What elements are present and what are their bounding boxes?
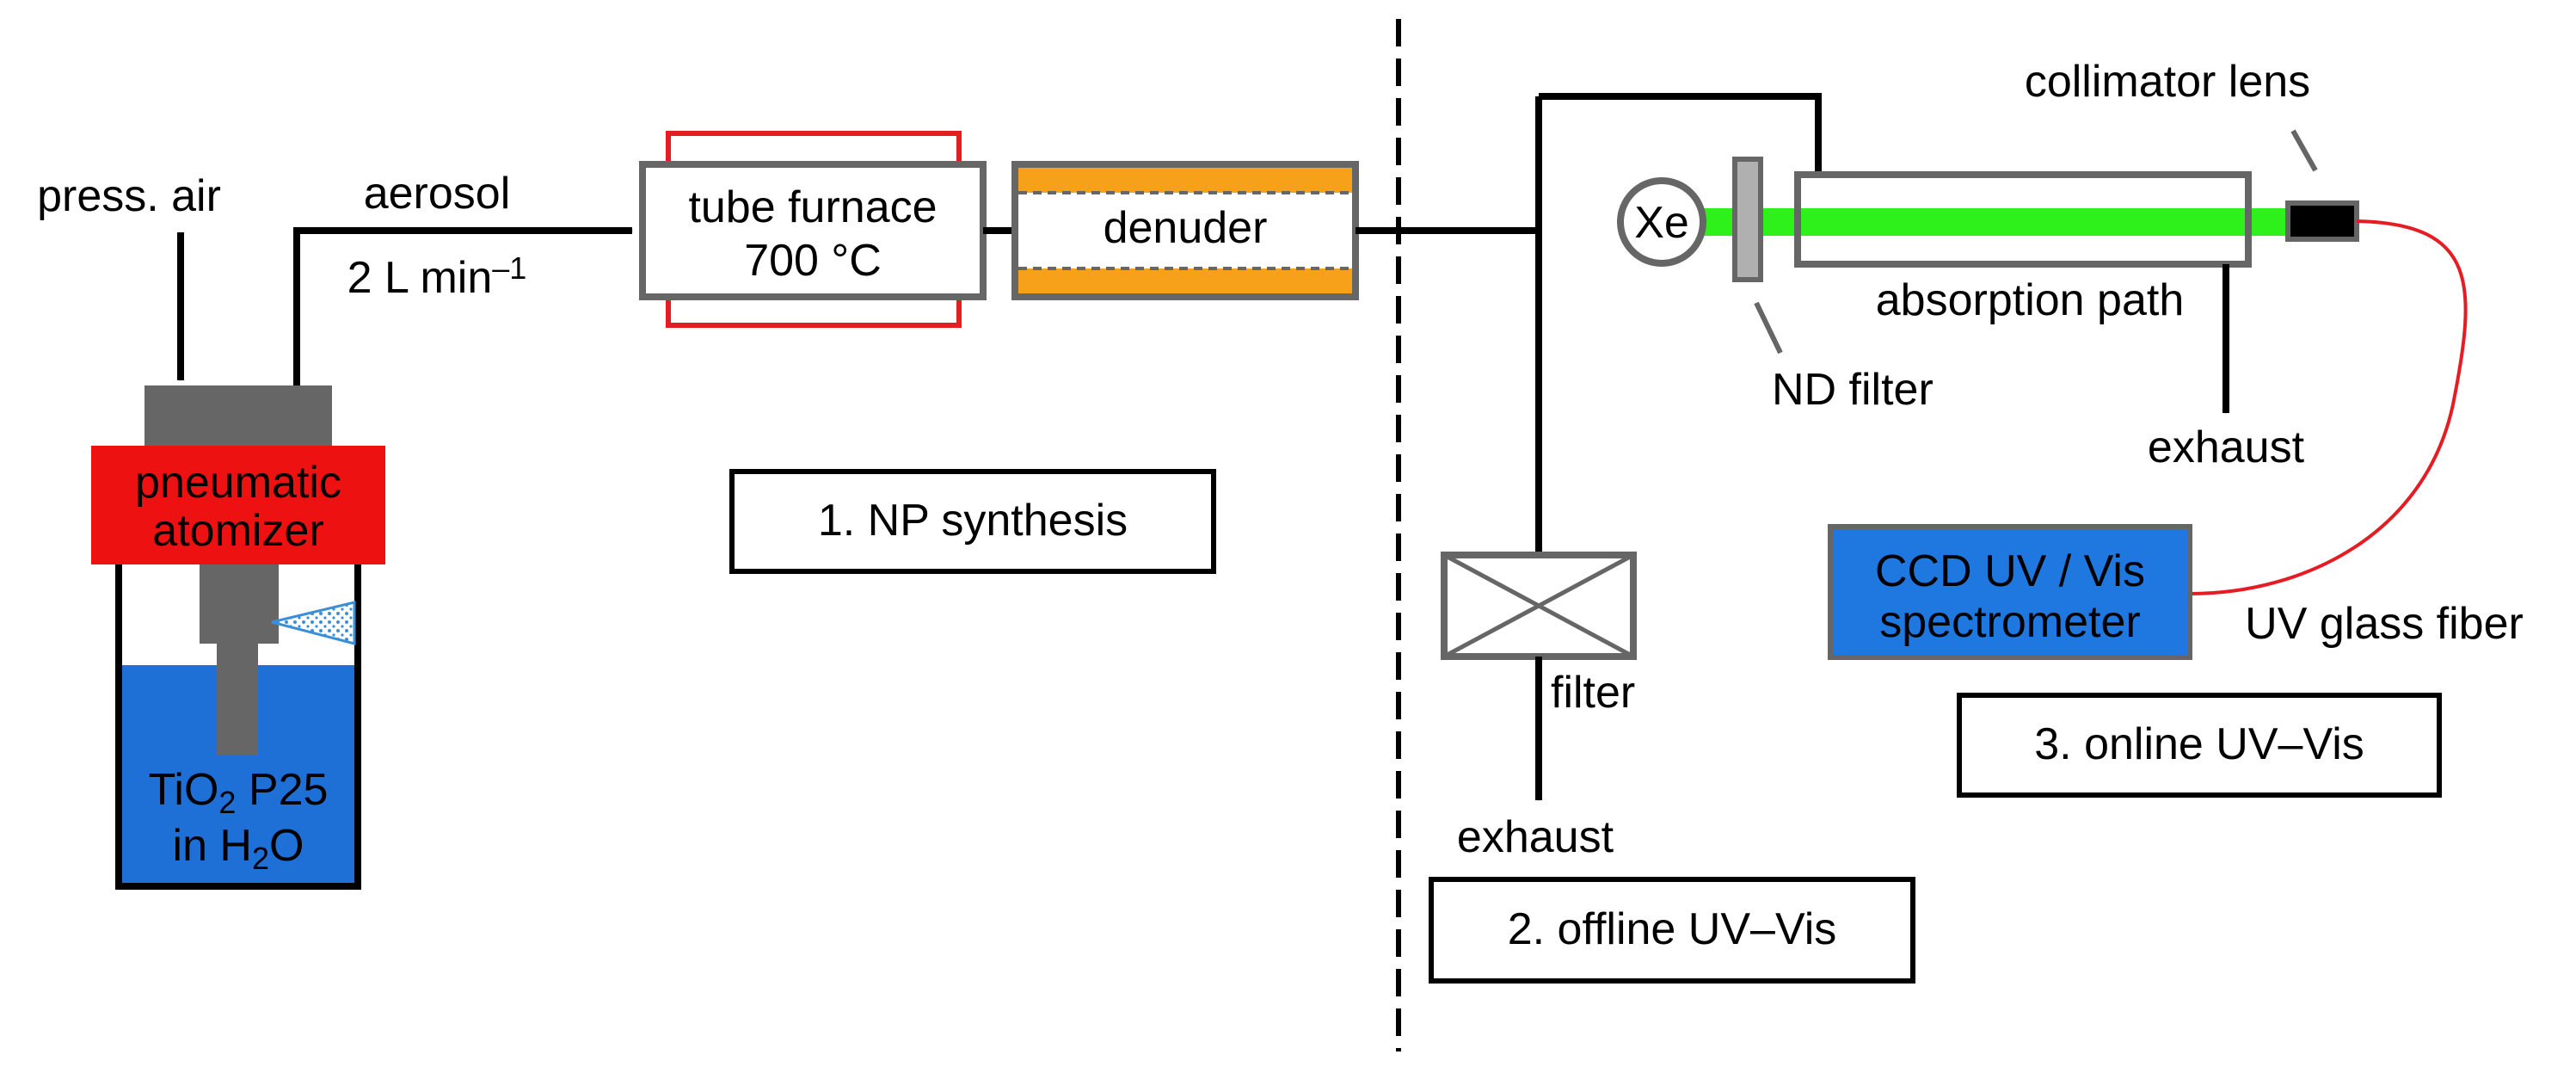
nd-filter-pointer bbox=[1754, 301, 1783, 355]
nd-filter bbox=[1732, 157, 1763, 282]
section3-box bbox=[1957, 693, 2442, 798]
atomizer: pneumatic atomizer TiO2 P25 in H2O bbox=[91, 385, 385, 890]
uv-glass-fiber bbox=[2189, 219, 2468, 595]
nozzle-tip bbox=[258, 616, 272, 628]
atomizer-vessel bbox=[115, 551, 361, 890]
collimator-lens bbox=[2285, 200, 2359, 242]
aerosol-label: aerosol bbox=[364, 169, 511, 219]
furnace-box bbox=[639, 161, 987, 300]
press-air-label: press. air bbox=[37, 171, 221, 221]
filter-cross-2 bbox=[1442, 552, 1635, 659]
liquid-label-2: in H2O bbox=[173, 821, 304, 876]
online-exhaust-label: exhaust bbox=[2148, 422, 2305, 472]
atomizer-label-1: pneumatic bbox=[135, 458, 341, 508]
nozzle-stem bbox=[217, 644, 258, 755]
aerosol-line bbox=[293, 227, 633, 385]
furnace-label-2: 700 °C bbox=[744, 236, 882, 286]
online-feed-line bbox=[1539, 93, 1822, 172]
furnace-label-1: tube furnace bbox=[688, 182, 937, 232]
atomizer-cap bbox=[144, 385, 332, 447]
tube-furnace: tube furnace 700 °C bbox=[639, 131, 987, 328]
atomizer-label-2: atomizer bbox=[152, 506, 323, 556]
filter-label: filter bbox=[1551, 668, 1635, 718]
fiber-label: UV glass fiber bbox=[2245, 599, 2524, 649]
collimator-pointer bbox=[2290, 129, 2318, 172]
offline-exhaust-label: exhaust bbox=[1457, 812, 1614, 862]
denuder-channel bbox=[1018, 193, 1352, 268]
nozzle-head bbox=[200, 564, 279, 644]
section3-label: 3. online UV–Vis bbox=[2034, 719, 2364, 769]
xe-lamp bbox=[1617, 177, 1706, 267]
liquid-label-1: TiO2 P25 bbox=[149, 765, 329, 820]
spray-cone bbox=[271, 601, 356, 645]
absorption-label: absorption path bbox=[1876, 275, 2185, 325]
collimator-label: collimator lens bbox=[2025, 57, 2310, 107]
xe-label: Xe bbox=[1634, 198, 1689, 248]
denuder: denuder bbox=[1011, 161, 1359, 300]
section1-label: 1. NP synthesis bbox=[818, 496, 1128, 546]
filter-unit bbox=[1441, 552, 1637, 660]
spectrometer bbox=[1828, 524, 2192, 660]
spectrometer-label-1: CCD UV / Vis bbox=[1875, 546, 2145, 596]
flow-rate-label: 2 L min–1 bbox=[347, 250, 527, 303]
absorption-beam bbox=[1801, 208, 2245, 236]
section2-label: 2. offline UV–Vis bbox=[1508, 904, 1837, 954]
section1-box bbox=[729, 469, 1216, 574]
furnace-heater bbox=[666, 131, 962, 328]
section2-box bbox=[1429, 877, 1915, 984]
denuder-label: denuder bbox=[1104, 203, 1268, 253]
nd-filter-label: ND filter bbox=[1772, 365, 1934, 415]
spectrometer-label-2: spectrometer bbox=[1879, 597, 2140, 647]
atomizer-block bbox=[91, 446, 385, 564]
